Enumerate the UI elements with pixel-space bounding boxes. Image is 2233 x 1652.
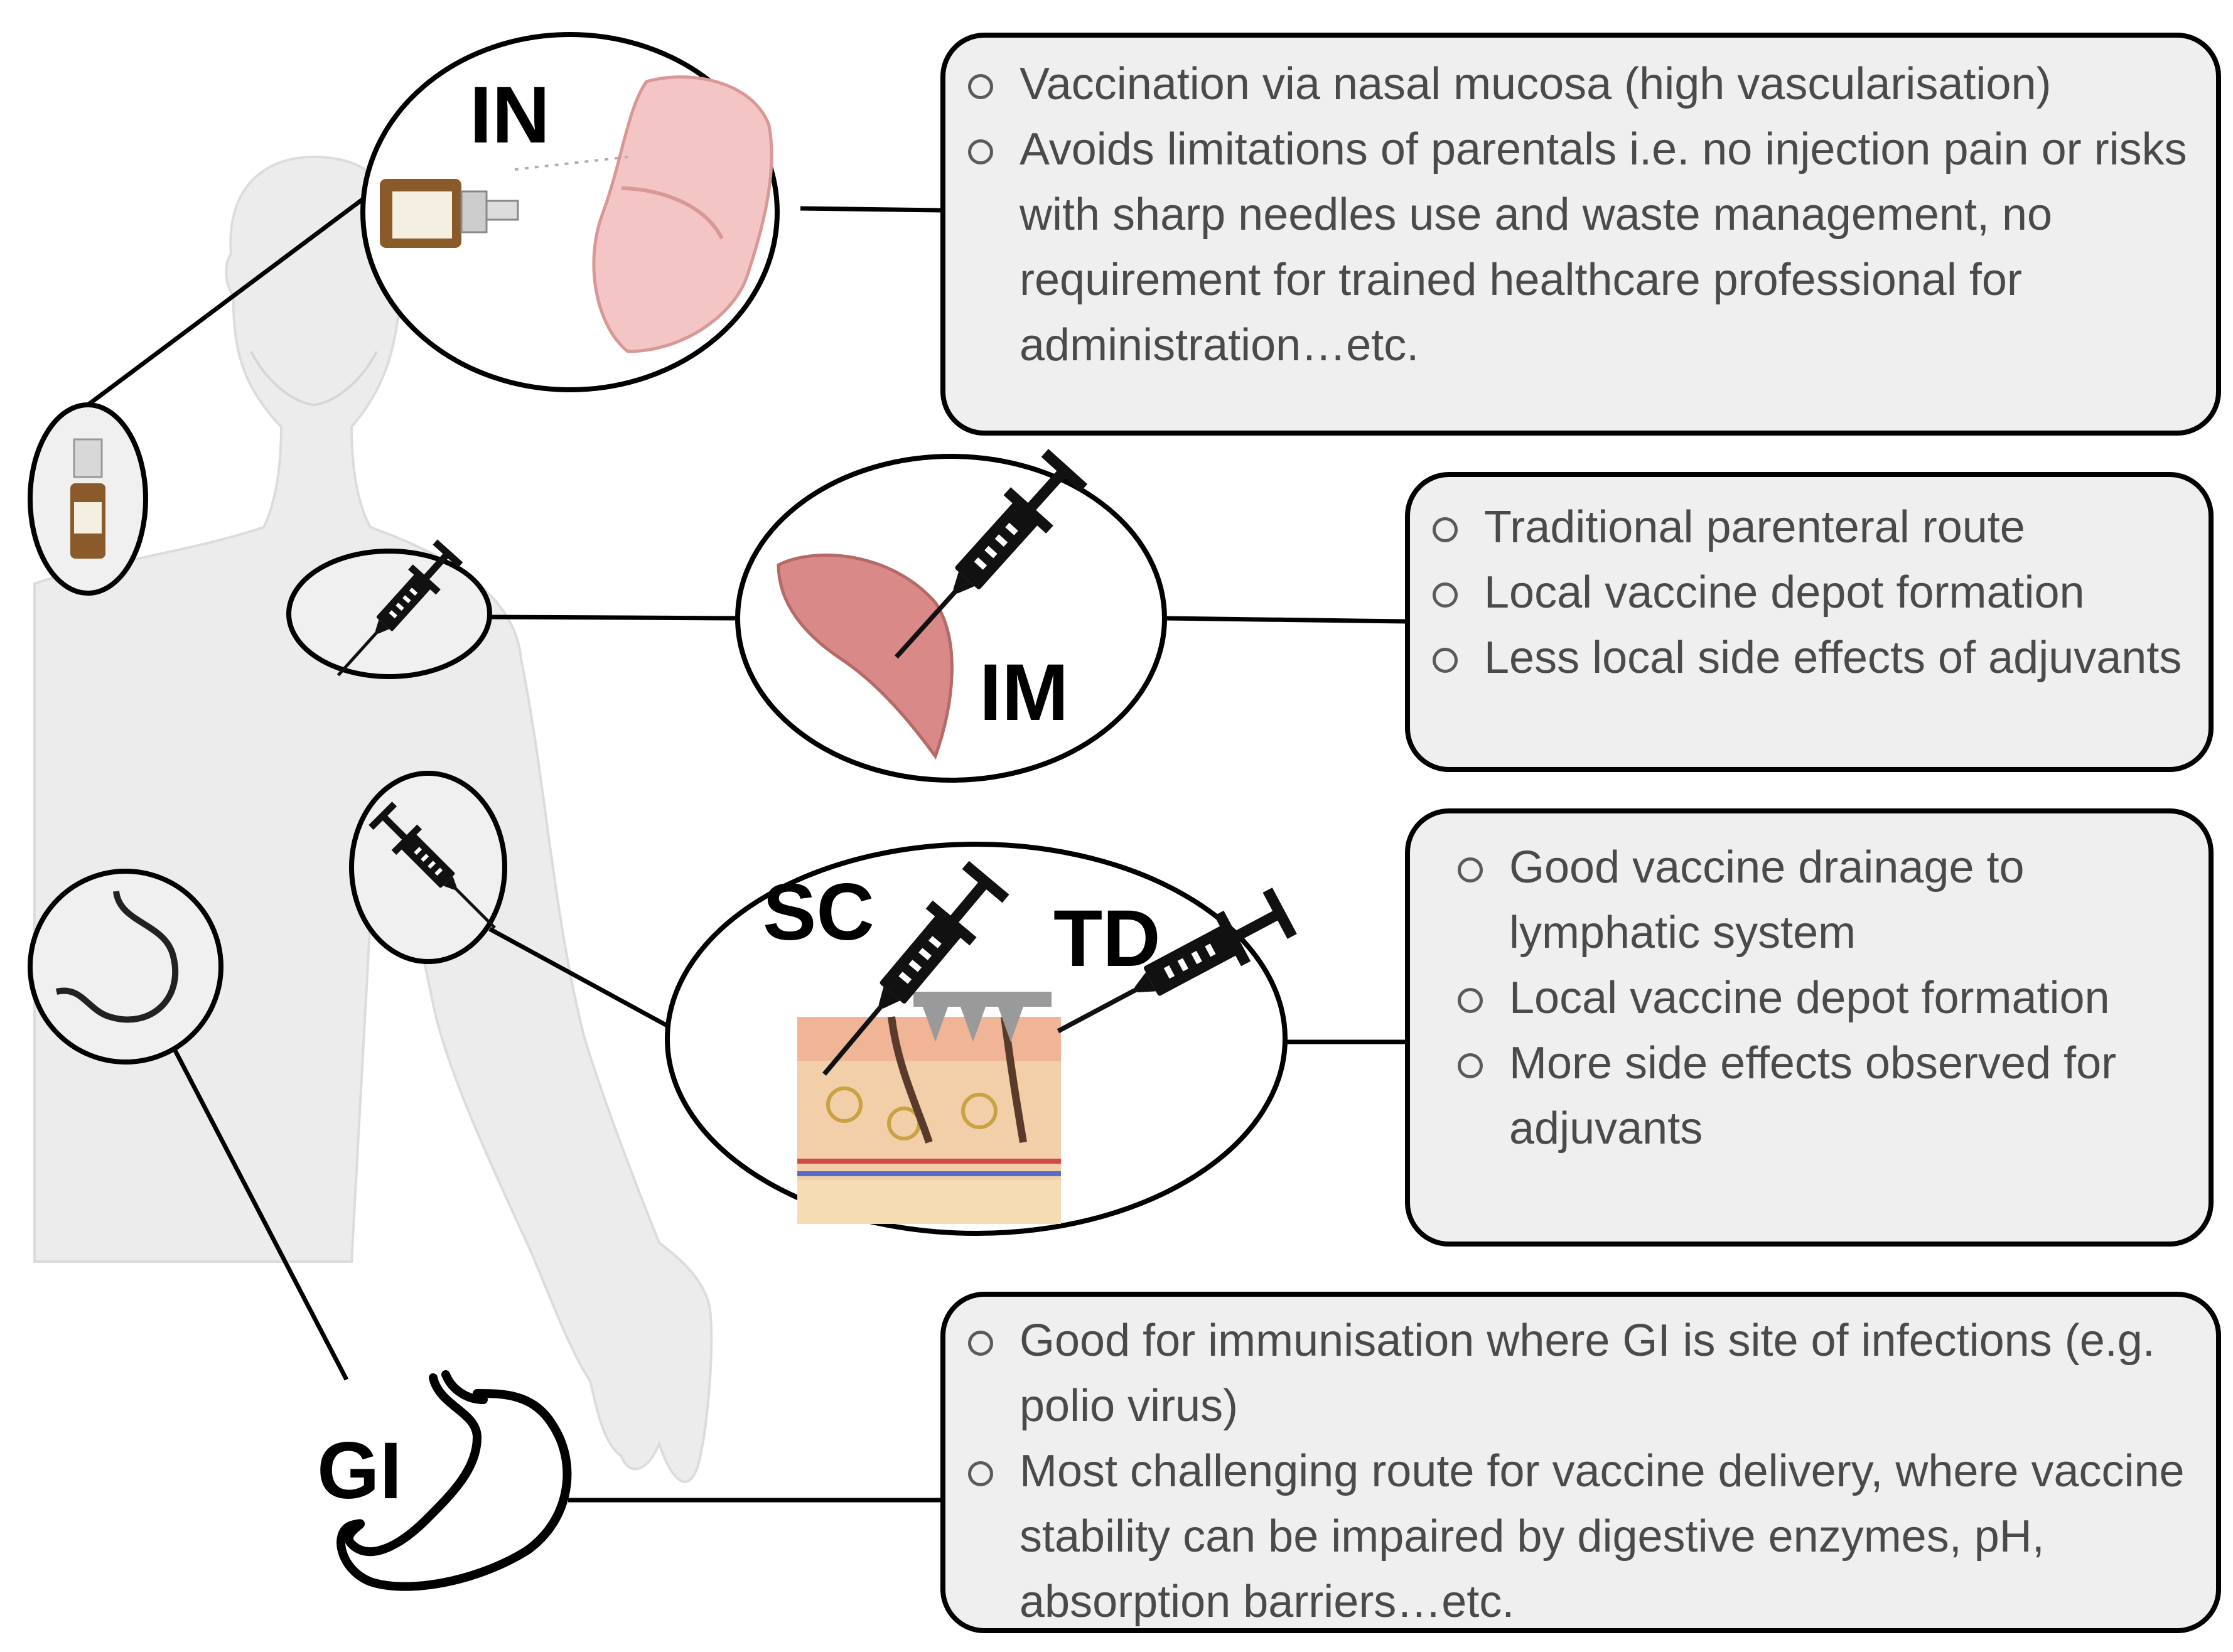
- im-circle: [735, 447, 1167, 783]
- nose-spray-marker: [28, 402, 148, 596]
- sc-td-circle: [665, 842, 1298, 1236]
- in-label: IN: [470, 70, 550, 160]
- skin-layers-icon: [797, 1016, 1061, 1224]
- stomach-marker: [28, 869, 223, 1065]
- in-circle: [360, 32, 780, 392]
- im-point-2: Local vaccine depot formation: [1410, 560, 2209, 625]
- gi-point-2: Most challenging route for vaccine deliv…: [945, 1439, 2216, 1634]
- im-info-box: Traditional parenteral route Local vacci…: [1405, 472, 2214, 772]
- td-point-2: Local vaccine depot formation: [1435, 965, 2209, 1031]
- sc-label: SC: [763, 867, 874, 957]
- shoulder-injection-marker: [349, 771, 508, 964]
- stomach-icon: [336, 1370, 572, 1591]
- td-label: TD: [1053, 894, 1161, 984]
- microneedle-patch-icon: [913, 992, 1052, 1042]
- gi-label: GI: [317, 1426, 402, 1516]
- gi-point-1: Good for immunisation where GI is site o…: [945, 1308, 2216, 1439]
- in-point-1: Vaccination via nasal mucosa (high vascu…: [945, 51, 2216, 117]
- td-point-3: More side effects observed for adjuvants: [1435, 1031, 2209, 1161]
- sc-td-info-box: Good vaccine drainage to lymphatic syste…: [1405, 808, 2214, 1247]
- gi-info-box: Good for immunisation where GI is site o…: [940, 1292, 2221, 1633]
- arm-injection-marker: [286, 538, 492, 688]
- in-info-box: Vaccination via nasal mucosa (high vascu…: [940, 33, 2221, 436]
- im-point-3: Less local side effects of adjuvants: [1410, 625, 2209, 690]
- im-label: IM: [979, 648, 1069, 738]
- td-point-1: Good vaccine drainage to lymphatic syste…: [1435, 835, 2209, 965]
- connector-lines: [73, 194, 1406, 1503]
- im-point-1: Traditional parenteral route: [1410, 495, 2209, 560]
- in-point-2: Avoids limitations of parentals i.e. no …: [945, 117, 2216, 378]
